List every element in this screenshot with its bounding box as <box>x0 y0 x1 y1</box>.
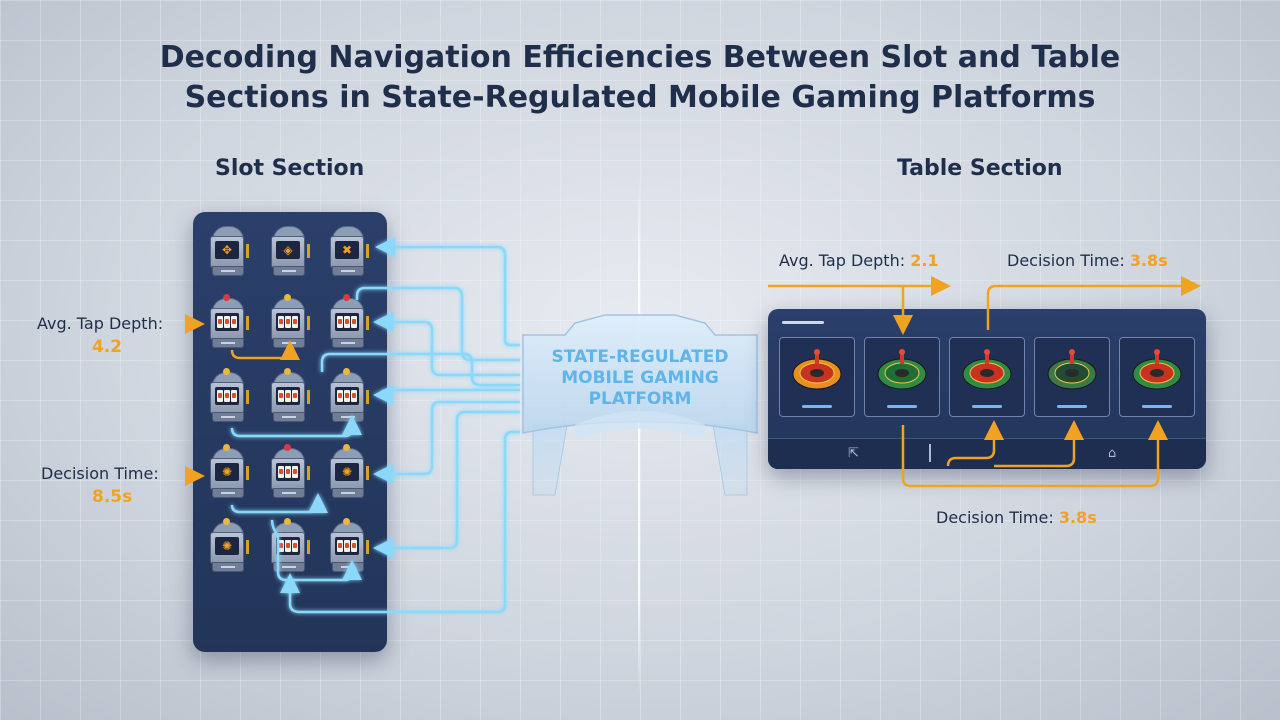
panel-title-bar <box>782 321 824 324</box>
flow-line-1 <box>375 237 520 347</box>
orange-flow-table-5 <box>946 420 1004 467</box>
home-icon[interactable]: ⌂ <box>1108 446 1117 461</box>
slot-decision-time-label: Decision Time: <box>41 464 159 483</box>
slot-machine-icon[interactable]: ✺ <box>330 444 369 498</box>
slot-machine-icon[interactable]: ✺ <box>210 518 249 572</box>
table-decision-time-bottom: Decision Time: 3.8s <box>936 508 1097 527</box>
flow-line-8 <box>280 430 520 614</box>
table-tap-depth-label: Avg. Tap Depth: <box>779 251 906 270</box>
page-title: Decoding Navigation Efficiencies Between… <box>0 38 1280 118</box>
roulette-table-card[interactable] <box>949 337 1025 417</box>
slot-machine-icon[interactable]: ◈ <box>271 226 310 276</box>
table-decision-time-bottom-value: 3.8s <box>1058 508 1097 527</box>
flow-line-11 <box>270 519 362 582</box>
orange-flow-table-3 <box>986 276 1201 330</box>
share-icon[interactable]: ⇱ <box>848 446 859 461</box>
slot-machine-icon[interactable] <box>271 444 310 498</box>
flow-line-9 <box>230 415 362 438</box>
title-line-1: Decoding Navigation Efficiencies Between… <box>159 40 1121 75</box>
flow-line-2 <box>355 286 520 362</box>
gaming-platform-gateway: STATE-REGULATED MOBILE GAMING PLATFORM <box>505 305 775 505</box>
orange-flow-table-6 <box>994 420 1084 468</box>
slot-decision-time-value: 8.5s <box>92 487 133 507</box>
roulette-wheel-icon <box>877 349 927 390</box>
flow-line-6 <box>373 400 520 484</box>
table-decision-time-top-label: Decision Time: <box>1007 251 1125 270</box>
table-decision-time-top: Decision Time: 3.8s <box>1007 251 1168 270</box>
slot-tap-depth-label: Avg. Tap Depth: <box>37 314 164 333</box>
table-section-title: Table Section <box>897 156 1063 181</box>
slot-machine-icon[interactable] <box>210 294 249 348</box>
flow-line-5 <box>373 385 520 405</box>
platform-label-line-2: MOBILE GAMING <box>561 368 719 388</box>
slot-machine-icon[interactable]: ✖ <box>330 226 369 276</box>
nav-separator <box>929 444 931 462</box>
roulette-table-card[interactable] <box>1119 337 1195 417</box>
slot-machine-icon[interactable]: ✺ <box>210 444 249 498</box>
flow-line-3 <box>373 312 520 377</box>
table-tap-depth-value: 2.1 <box>910 251 939 270</box>
roulette-wheel-icon <box>1047 349 1097 390</box>
platform-label-line-1: STATE-REGULATED <box>551 347 729 367</box>
platform-label-line-3: PLATFORM <box>588 389 692 409</box>
table-decision-time-top-value: 3.8s <box>1129 251 1168 270</box>
slot-machine-icon[interactable]: ✥ <box>210 226 249 276</box>
slot-machine-icon[interactable] <box>271 518 310 572</box>
table-decision-time-bottom-label: Decision Time: <box>936 508 1054 527</box>
table-tap-depth: Avg. Tap Depth: 2.1 <box>779 251 939 270</box>
roulette-table-card[interactable] <box>1034 337 1110 417</box>
flow-line-7 <box>373 410 520 558</box>
title-line-2: Sections in State-Regulated Mobile Gamin… <box>184 80 1096 115</box>
platform-arch-graphic <box>522 314 758 496</box>
table-section-panel: ⇱ ⌂ <box>768 309 1206 469</box>
center-divider <box>638 175 640 695</box>
flow-line-10 <box>230 493 328 514</box>
bottom-nav-bar: ⇱ ⌂ <box>768 438 1206 469</box>
slot-tap-depth-value: 4.2 <box>92 337 123 357</box>
slot-machine-icon[interactable] <box>271 368 310 422</box>
flow-line-4 <box>320 352 520 387</box>
slot-section-title: Slot Section <box>215 156 365 181</box>
roulette-wheel-icon <box>792 349 842 390</box>
roulette-wheel-icon <box>1132 349 1182 390</box>
roulette-wheel-icon <box>962 349 1012 390</box>
roulette-table-card[interactable] <box>779 337 855 417</box>
slot-machine-icon[interactable] <box>330 294 369 348</box>
roulette-table-card[interactable] <box>864 337 940 417</box>
orange-flow-slot-2 <box>230 340 300 360</box>
slot-machine-icon[interactable] <box>210 368 249 422</box>
orange-flow-table-4 <box>901 420 1168 488</box>
